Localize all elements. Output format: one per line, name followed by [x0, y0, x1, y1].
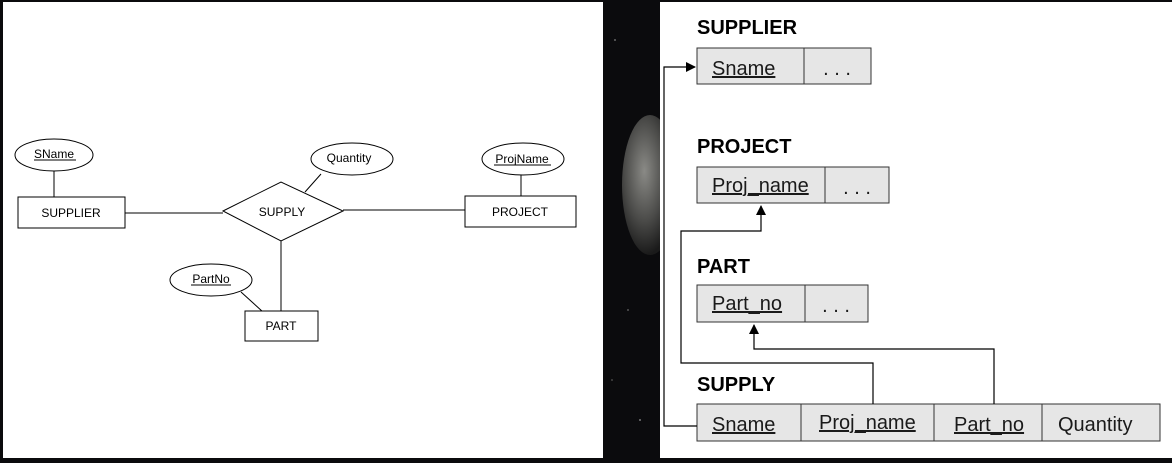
supplier-ellipsis-text: . . . [823, 58, 851, 80]
er-diagram-panel: SUPPLIER PROJECT PART SUPPLY SName Quant… [3, 2, 603, 458]
supply-projname-text: Proj_name [819, 412, 916, 434]
project-projname-text: Proj_name [712, 175, 809, 197]
connector-quantity-supply [304, 173, 322, 193]
supplier-sname-text: Sname [712, 58, 775, 80]
part-rest-cell [804, 284, 869, 323]
project-ellipsis-text: . . . [843, 177, 871, 199]
table-supply-title: SUPPLY [697, 374, 776, 396]
table-part-title: PART [697, 256, 750, 278]
relationship-supply-label: SUPPLY [259, 205, 305, 219]
entity-supplier-box [17, 196, 126, 229]
relational-schema-panel: SUPPLIER Sname . . . PROJECT Proj_name .… [660, 2, 1172, 458]
attribute-projname-ellipse [481, 142, 565, 176]
entity-part-box [244, 310, 319, 342]
project-projname-cell [696, 166, 826, 204]
entity-supplier-label: SUPPLIER [41, 206, 101, 220]
supplier-sname-cell [696, 47, 805, 85]
relational-schema: SUPPLIER Sname . . . PROJECT Proj_name .… [663, 17, 1161, 442]
supply-partno-text: Part_no [954, 414, 1024, 436]
supply-sname-cell [696, 403, 802, 442]
attribute-projname-label: ProjName [495, 152, 549, 166]
fk-arrow-sname-to-supplier [663, 62, 697, 427]
attribute-sname-label: SName [34, 147, 74, 161]
table-project-title: PROJECT [697, 136, 791, 158]
supply-projname-cell [800, 403, 935, 442]
attribute-quantity-label: Quantity [327, 151, 372, 165]
supply-partno-cell [933, 403, 1043, 442]
table-supplier-title: SUPPLIER [697, 17, 798, 39]
entity-project-label: PROJECT [492, 205, 549, 219]
supply-quantity-cell [1041, 403, 1161, 442]
attribute-partno-ellipse [169, 263, 253, 297]
connector-partno-part [240, 291, 264, 313]
project-rest-cell [824, 166, 890, 204]
attribute-partno-label: PartNo [192, 272, 230, 286]
fk-arrow-projname-to-project [680, 205, 874, 404]
supplier-rest-cell [803, 47, 872, 85]
part-partno-cell [696, 284, 806, 323]
fk-arrow-partno-to-part [749, 324, 995, 404]
attribute-quantity-ellipse [310, 142, 394, 176]
entity-part-label: PART [266, 319, 298, 333]
attribute-sname-ellipse [14, 138, 94, 172]
part-partno-text: Part_no [712, 293, 782, 315]
part-ellipsis-text: . . . [822, 295, 850, 317]
er-diagram: SUPPLIER PROJECT PART SUPPLY SName Quant… [14, 138, 577, 342]
entity-project-box [464, 195, 577, 228]
supply-quantity-text: Quantity [1058, 414, 1132, 436]
relationship-supply-diamond [221, 181, 345, 242]
supply-sname-text: Sname [712, 414, 775, 436]
